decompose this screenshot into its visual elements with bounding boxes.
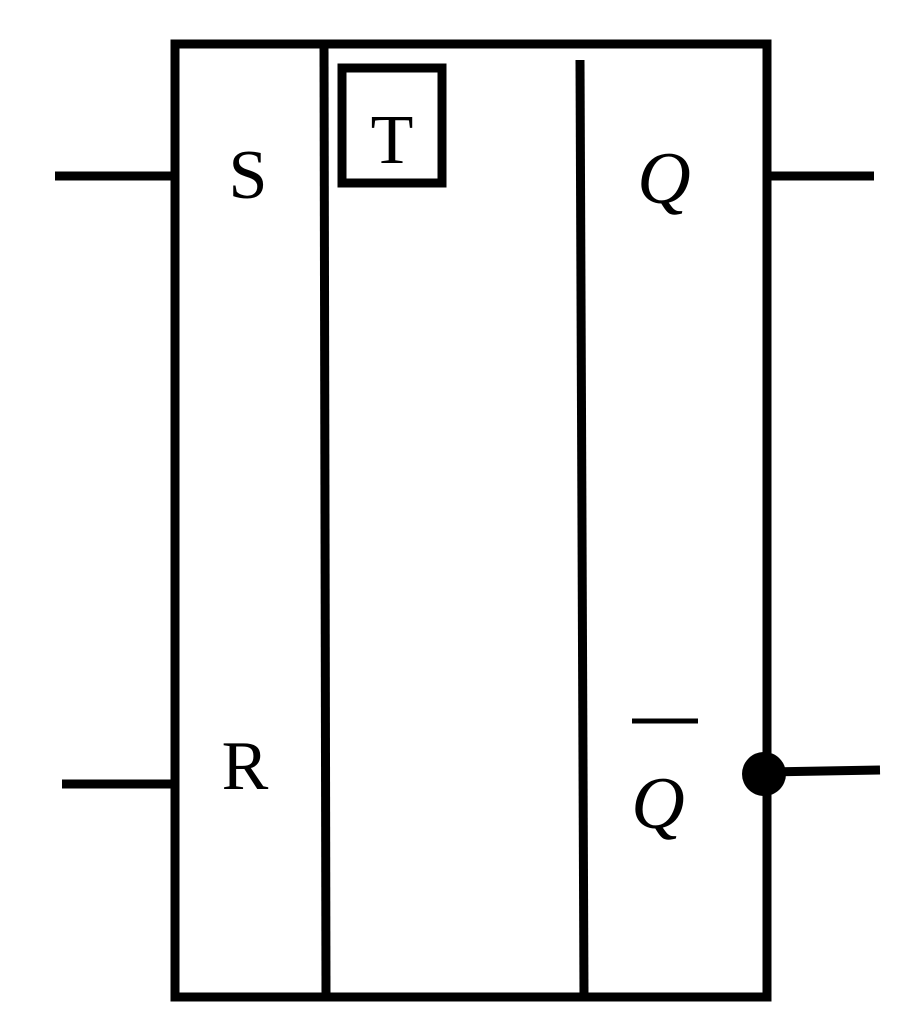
- flip-flop-block-outline: [170, 39, 772, 1002]
- output-column-divider: [575, 59, 589, 998]
- input-column-divider: [319, 43, 331, 998]
- q-bar-output-label: Q: [631, 763, 684, 845]
- filled-circle-icon: [742, 752, 786, 796]
- q-output-label: Q: [637, 138, 690, 220]
- trigger-type-box: [337, 63, 447, 188]
- reset-input-label: R: [222, 728, 269, 805]
- trigger-type-label: T: [371, 102, 414, 179]
- set-input-label: S: [229, 137, 268, 214]
